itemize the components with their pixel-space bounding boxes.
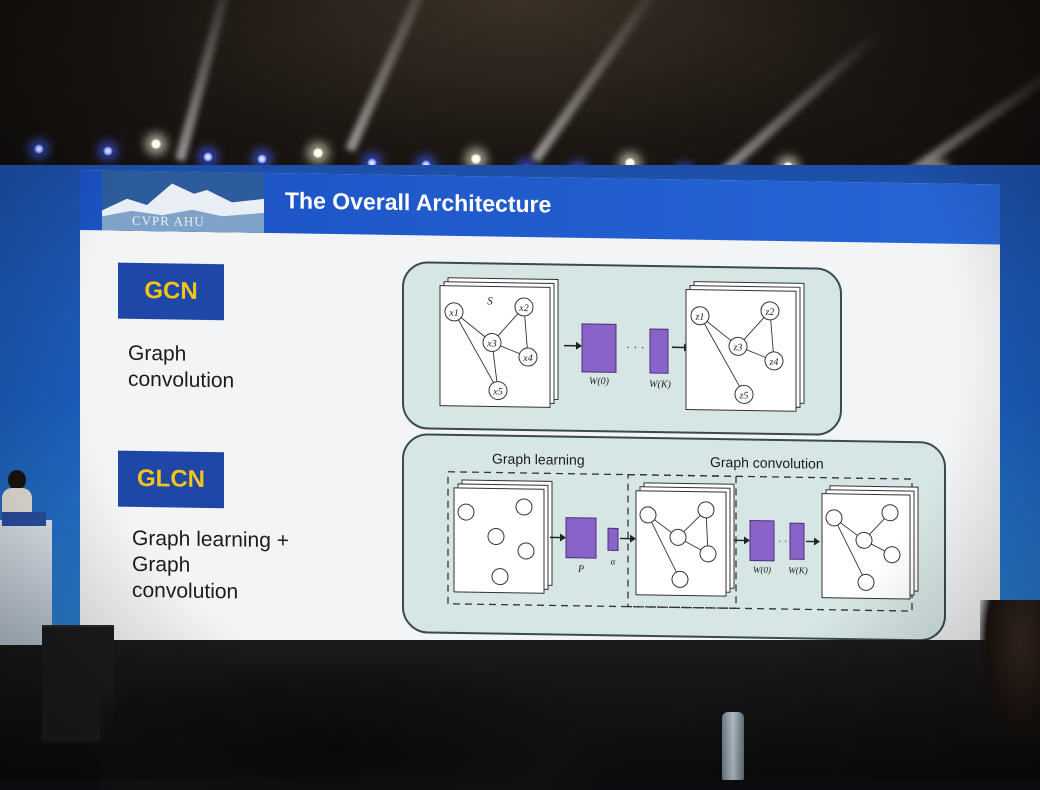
node-label: x4 <box>522 353 532 364</box>
arrow-right-icon <box>564 342 582 350</box>
stage-light-icon <box>150 138 162 150</box>
p-label: P <box>577 564 584 575</box>
graph-node-icon <box>858 574 874 590</box>
presentation-slide: CVPR AHU The Overall Architecture GCN Gr… <box>80 170 1000 654</box>
podium-screen <box>2 512 46 526</box>
graph-node-icon <box>672 571 688 587</box>
node-label: x5 <box>492 386 502 397</box>
gcn-desc-line-1: Graph <box>128 341 234 369</box>
glcn-desc-line-2: Graph <box>132 552 289 580</box>
glcn-desc-line-3: convolution <box>132 578 289 606</box>
stage-light-icon <box>102 145 114 157</box>
stage-light-icon <box>256 153 268 165</box>
audience-silhouettes <box>100 660 620 790</box>
graph-node-icon <box>492 568 508 584</box>
glcn-description: Graph learning + Graph convolution <box>132 526 289 606</box>
glcn-desc-line-1: Graph learning + <box>132 526 289 554</box>
node-label: x1 <box>448 308 458 319</box>
weight-block-k <box>790 523 804 559</box>
stage-light-icon <box>33 143 45 155</box>
alpha-label: α <box>611 556 616 566</box>
graph-node-icon <box>640 507 656 523</box>
weight-label: W(0) <box>589 376 610 387</box>
graph-node-icon <box>670 529 686 545</box>
weight-label: W(K) <box>788 565 807 575</box>
svg-text:· ·: · · <box>778 536 787 547</box>
stage-light-icon <box>312 147 324 159</box>
node-label: x3 <box>486 338 496 349</box>
graph-node-icon <box>516 499 532 515</box>
gcn-description: Graph convolution <box>128 341 234 395</box>
node-label: z5 <box>739 390 749 401</box>
alpha-block <box>608 528 618 550</box>
gcn-desc-line-2: convolution <box>128 367 234 395</box>
weight-label: W(K) <box>649 379 671 390</box>
graph-node-icon <box>698 502 714 518</box>
arrow-right-icon <box>806 537 820 545</box>
node-label: z1 <box>695 312 705 323</box>
svg-text:· · ·: · · · <box>626 340 645 354</box>
stage-light-icon <box>470 153 482 165</box>
graph-node-icon <box>458 504 474 520</box>
gcn-tag-label: GCN <box>144 277 197 306</box>
graph-node-icon <box>700 546 716 562</box>
graph-node-icon <box>884 547 900 563</box>
glcn-tag: GLCN <box>118 451 224 509</box>
weight-block-0 <box>582 324 616 373</box>
glcn-architecture-diagram: Graph learning Graph convolution P <box>402 433 946 642</box>
graph-node-icon <box>882 505 898 521</box>
weight-block-k <box>650 329 668 373</box>
node-label: z4 <box>769 357 779 368</box>
node-label: z2 <box>765 307 775 318</box>
logo-label: CVPR AHU <box>132 213 205 230</box>
water-bottle <box>722 712 744 780</box>
node-label: x2 <box>518 303 528 314</box>
weight-block-0 <box>750 521 774 561</box>
graph-node-icon <box>488 528 504 544</box>
weight-label: W(0) <box>753 565 771 575</box>
mountain-logo-icon: CVPR AHU <box>102 170 264 233</box>
graph-symbol: S <box>487 295 493 307</box>
graph-node-icon <box>856 532 872 548</box>
gcn-architecture-diagram: x1 x2 x3 x4 x5 S · · · W(0) W(K) <box>402 261 842 436</box>
slide-title: The Overall Architecture <box>285 187 551 218</box>
graph-node-icon <box>518 543 534 559</box>
p-block <box>566 518 596 558</box>
stage-light-icon <box>202 151 214 163</box>
raised-hand <box>980 600 1040 740</box>
node-label: z3 <box>733 342 743 353</box>
gcn-tag: GCN <box>118 263 224 321</box>
glcn-tag-label: GLCN <box>137 465 205 494</box>
graph-node-icon <box>826 510 842 526</box>
